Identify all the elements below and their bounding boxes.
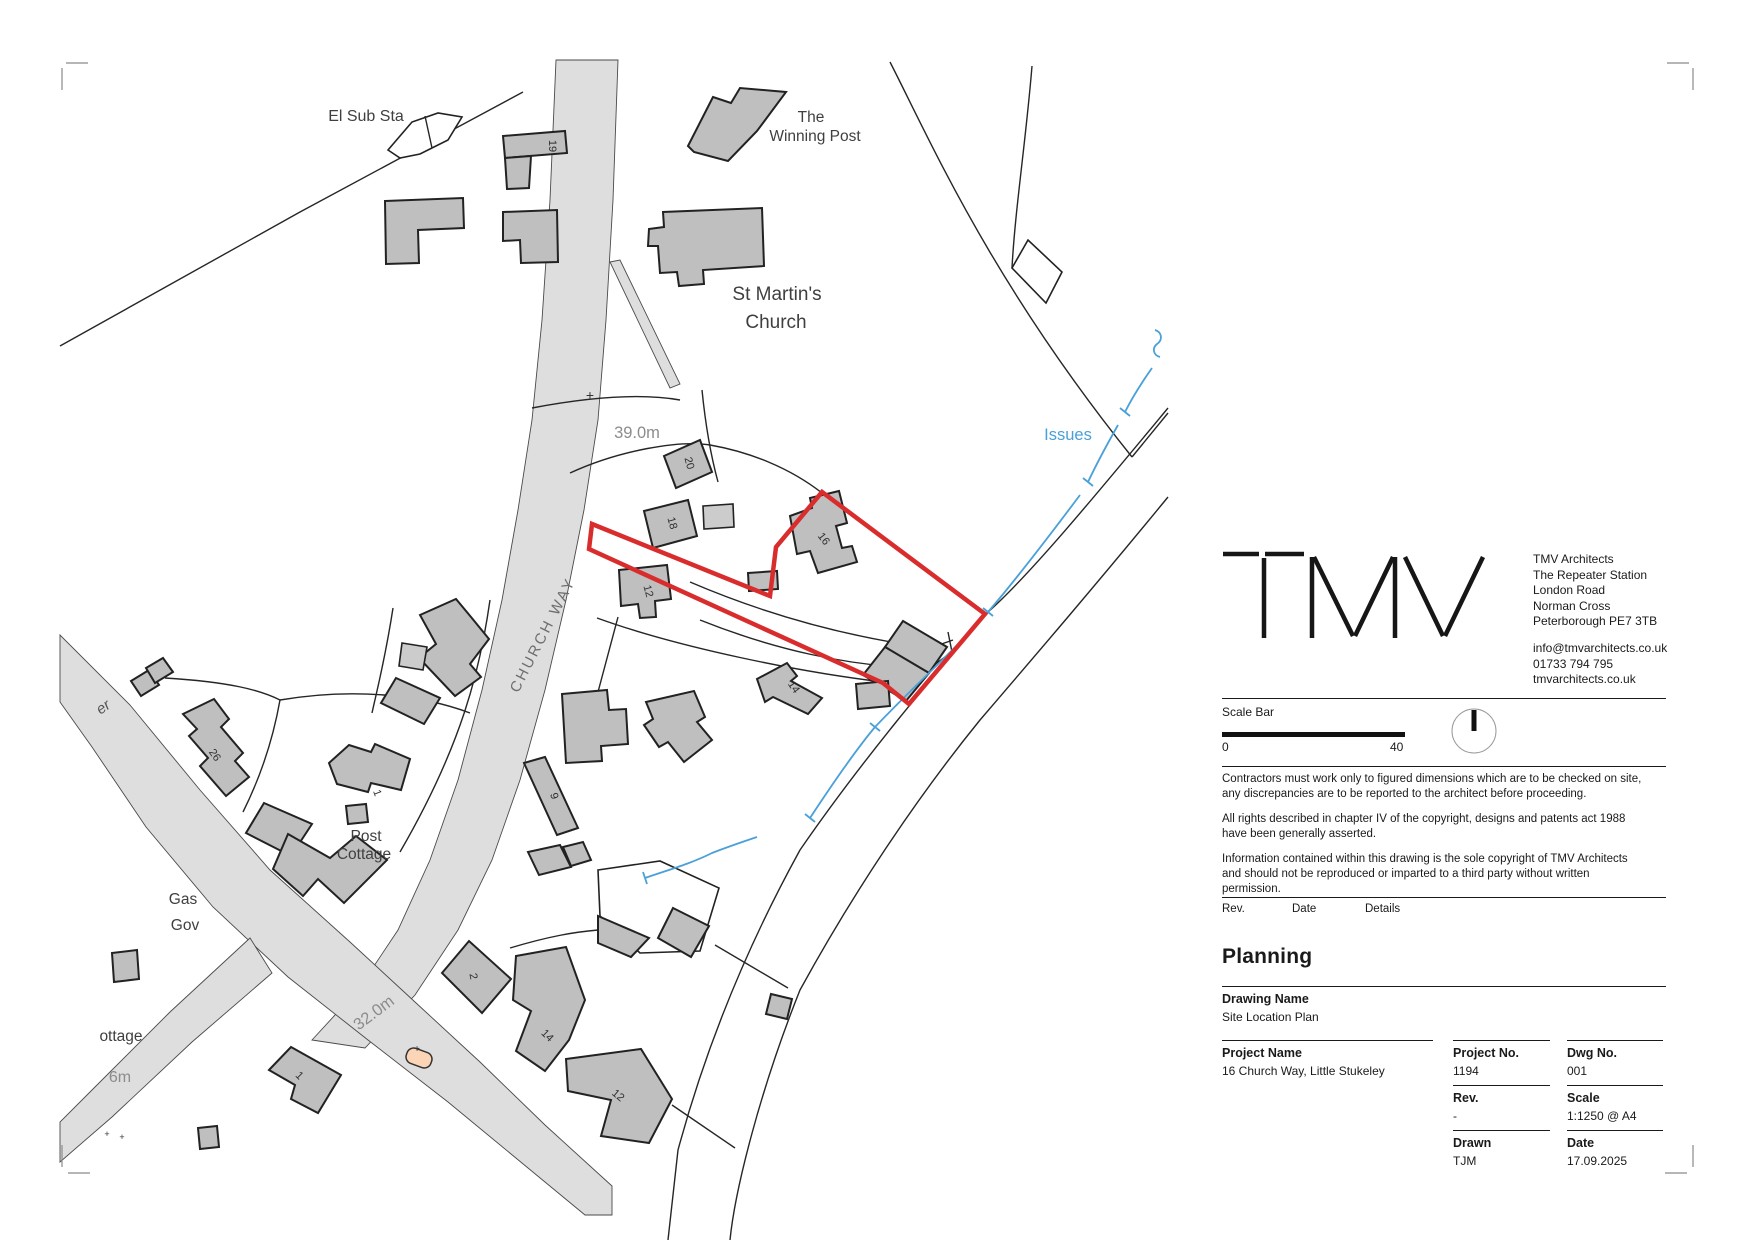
building-26 bbox=[181, 697, 251, 798]
lane-edge-east bbox=[729, 496, 1169, 1240]
drawn-value: TJM bbox=[1453, 1154, 1477, 1168]
house-number-16: 16 bbox=[815, 531, 832, 548]
date-value: 17.09.2025 bbox=[1567, 1154, 1628, 1168]
tmv-logo bbox=[1223, 551, 1486, 638]
corner-marks bbox=[61, 62, 1694, 1174]
north-arrow-icon bbox=[1451, 708, 1497, 754]
scale-bar-start: 0 bbox=[1222, 740, 1229, 754]
building-1-post-cottage bbox=[327, 742, 412, 794]
label-spot-39m: 39.0m bbox=[614, 424, 660, 442]
project-name-label: Project Name bbox=[1222, 1046, 1302, 1060]
firm-contact: info@tmvarchitects.co.uk 01733 794 795 t… bbox=[1533, 641, 1667, 688]
house-number-12a: 12 bbox=[641, 584, 656, 599]
title-block: TMV Architects The Repeater Station Lond… bbox=[1222, 540, 1667, 1200]
dwg-no-label: Dwg No. bbox=[1567, 1046, 1617, 1060]
building-peach bbox=[405, 1047, 433, 1069]
house-number-2: 2 bbox=[466, 972, 479, 980]
ne-outbuilding bbox=[1011, 238, 1063, 305]
dwg-no-value: 001 bbox=[1567, 1064, 1588, 1078]
label-post: Post bbox=[350, 828, 382, 845]
label-winning-post: Winning Post bbox=[769, 128, 861, 145]
note-copyright-act: All rights described in chapter IV of th… bbox=[1222, 813, 1626, 840]
road-branch-sw bbox=[59, 937, 273, 1163]
label-church: Church bbox=[745, 312, 806, 333]
firm-address: TMV Architects The Repeater Station Lond… bbox=[1533, 552, 1658, 628]
project-no-value: 1194 bbox=[1453, 1064, 1479, 1078]
label-st-martins: St Martin's bbox=[732, 284, 821, 305]
note-reproduction: Information contained within this drawin… bbox=[1222, 853, 1628, 895]
label-gov: Gov bbox=[171, 917, 200, 934]
road-church-way bbox=[311, 59, 619, 1049]
label-issues: Issues bbox=[1044, 426, 1092, 444]
building-19 bbox=[501, 129, 569, 160]
house-number-1a: 1 bbox=[370, 788, 383, 798]
rev-value: - bbox=[1453, 1109, 1457, 1123]
label-ottage: ottage bbox=[99, 1028, 142, 1045]
building-12-bottom bbox=[564, 1047, 674, 1145]
scale-bar-end: 40 bbox=[1390, 740, 1404, 754]
house-number-20: 20 bbox=[682, 456, 697, 471]
label-el-sub-sta: El Sub Sta bbox=[328, 108, 404, 125]
label-gas: Gas bbox=[169, 891, 198, 908]
project-name-value: 16 Church Way, Little Stukeley bbox=[1222, 1064, 1385, 1078]
scale-bar bbox=[1222, 732, 1405, 737]
building-14-top bbox=[755, 661, 824, 716]
details-col-header: Details bbox=[1365, 903, 1401, 915]
building-1-bottom bbox=[267, 1045, 343, 1115]
drawn-label: Drawn bbox=[1453, 1136, 1492, 1150]
church-path bbox=[609, 259, 681, 389]
firm-website: tmvarchitects.co.uk bbox=[1533, 672, 1636, 686]
building-st-martins-church bbox=[646, 206, 766, 288]
project-no-label: Project No. bbox=[1453, 1046, 1519, 1060]
drawing-name-value: Site Location Plan bbox=[1222, 1010, 1319, 1024]
building-9 bbox=[522, 755, 580, 837]
firm-email: info@tmvarchitects.co.uk bbox=[1533, 641, 1668, 655]
cross-road-a: + bbox=[104, 1129, 109, 1139]
building-18 bbox=[642, 498, 699, 550]
buildings bbox=[110, 86, 949, 1151]
label-spot-6m: 6m bbox=[109, 1069, 131, 1086]
house-number-26: 26 bbox=[206, 747, 223, 764]
lane-edge-west bbox=[667, 407, 1169, 1240]
firm-phone: 01733 794 795 bbox=[1533, 656, 1614, 671]
roads bbox=[59, 59, 681, 1216]
drawing-status: Planning bbox=[1222, 945, 1313, 968]
scale-value: 1:1250 @ A4 bbox=[1567, 1109, 1637, 1123]
cross-church-way: + bbox=[586, 387, 594, 403]
rev-col-header: Rev. bbox=[1222, 903, 1245, 915]
building-winning-post bbox=[686, 86, 788, 163]
site-boundary-outline bbox=[586, 488, 989, 708]
note-dimensions: Contractors must work only to figured di… bbox=[1222, 773, 1642, 800]
date-col-header: Date bbox=[1292, 903, 1317, 915]
cross-building: + bbox=[414, 1044, 420, 1055]
label-cottage: Cottage bbox=[337, 846, 391, 863]
parcel-boundaries bbox=[59, 61, 1169, 1240]
firm-name: TMV Architects bbox=[1533, 552, 1614, 566]
road-main bbox=[59, 633, 613, 1216]
el-sub-sta-structure bbox=[386, 112, 464, 159]
scale-bar-label: Scale Bar bbox=[1222, 705, 1275, 719]
scale-label: Scale bbox=[1567, 1091, 1600, 1105]
rev-label: Rev. bbox=[1453, 1091, 1479, 1105]
building-2 bbox=[440, 939, 513, 1015]
house-number-18: 18 bbox=[665, 516, 680, 531]
building-20 bbox=[662, 438, 714, 490]
watercourse bbox=[642, 329, 1162, 885]
house-number-9: 9 bbox=[547, 791, 560, 801]
drawing-name-label: Drawing Name bbox=[1222, 992, 1309, 1006]
cross-road-b: + bbox=[119, 1132, 124, 1142]
date-label: Date bbox=[1567, 1136, 1595, 1150]
building-14-bottom bbox=[511, 945, 587, 1073]
house-number-14a: 14 bbox=[785, 679, 802, 696]
label-the: The bbox=[798, 109, 825, 126]
house-number-19: 19 bbox=[546, 140, 558, 152]
